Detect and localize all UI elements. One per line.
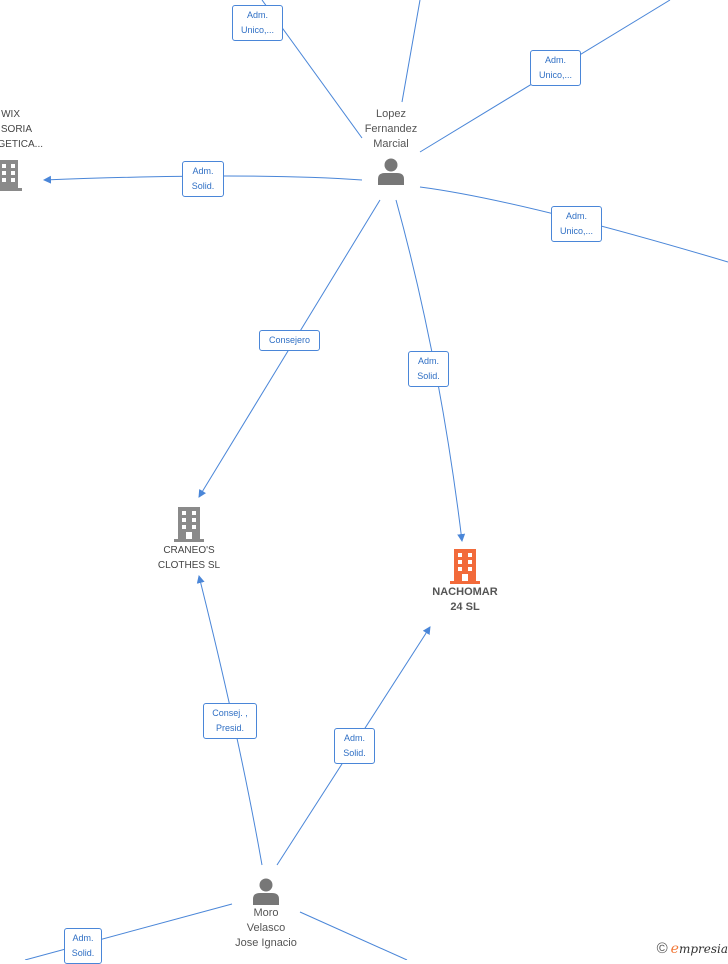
relation-label[interactable]: Consejero (259, 330, 320, 351)
person-icon (253, 878, 279, 905)
relation-label[interactable]: Adm.Solid. (182, 161, 224, 197)
brand-logo: ©empresia (656, 940, 728, 957)
relation-label[interactable]: Consej. ,Presid. (203, 703, 257, 739)
relation-label[interactable]: Adm.Unico,... (530, 50, 581, 86)
building-icon (450, 549, 480, 584)
company-node-craneos[interactable]: CRANEO'S CLOTHES SL (139, 505, 239, 573)
relation-label[interactable]: Adm.Unico,... (232, 5, 283, 41)
relation-label[interactable]: Adm.Solid. (334, 728, 375, 764)
edge-lopez-wix (43, 175, 363, 184)
building-icon (0, 160, 22, 191)
building-icon (174, 507, 204, 542)
person-node-lopez[interactable]: Lopez Fernandez Marcial (346, 107, 436, 186)
person-icon (378, 158, 404, 185)
relation-label[interactable]: Adm.Solid. (408, 351, 449, 387)
edge-moro-left (24, 903, 233, 960)
edge-lopez-right (419, 186, 728, 263)
edge-moro-right (299, 911, 408, 960)
relation-label[interactable]: Adm.Unico,... (551, 206, 602, 242)
edge-lopez-top (401, 0, 421, 103)
company-label-wix[interactable]: WIX SORIA GETICA... (0, 109, 43, 150)
relation-label[interactable]: Adm.Solid. (64, 928, 102, 964)
company-node-nachomar[interactable]: NACHOMAR 24 SL (415, 547, 515, 615)
person-node-moro[interactable]: Moro Velasco Jose Ignacio (221, 876, 311, 951)
